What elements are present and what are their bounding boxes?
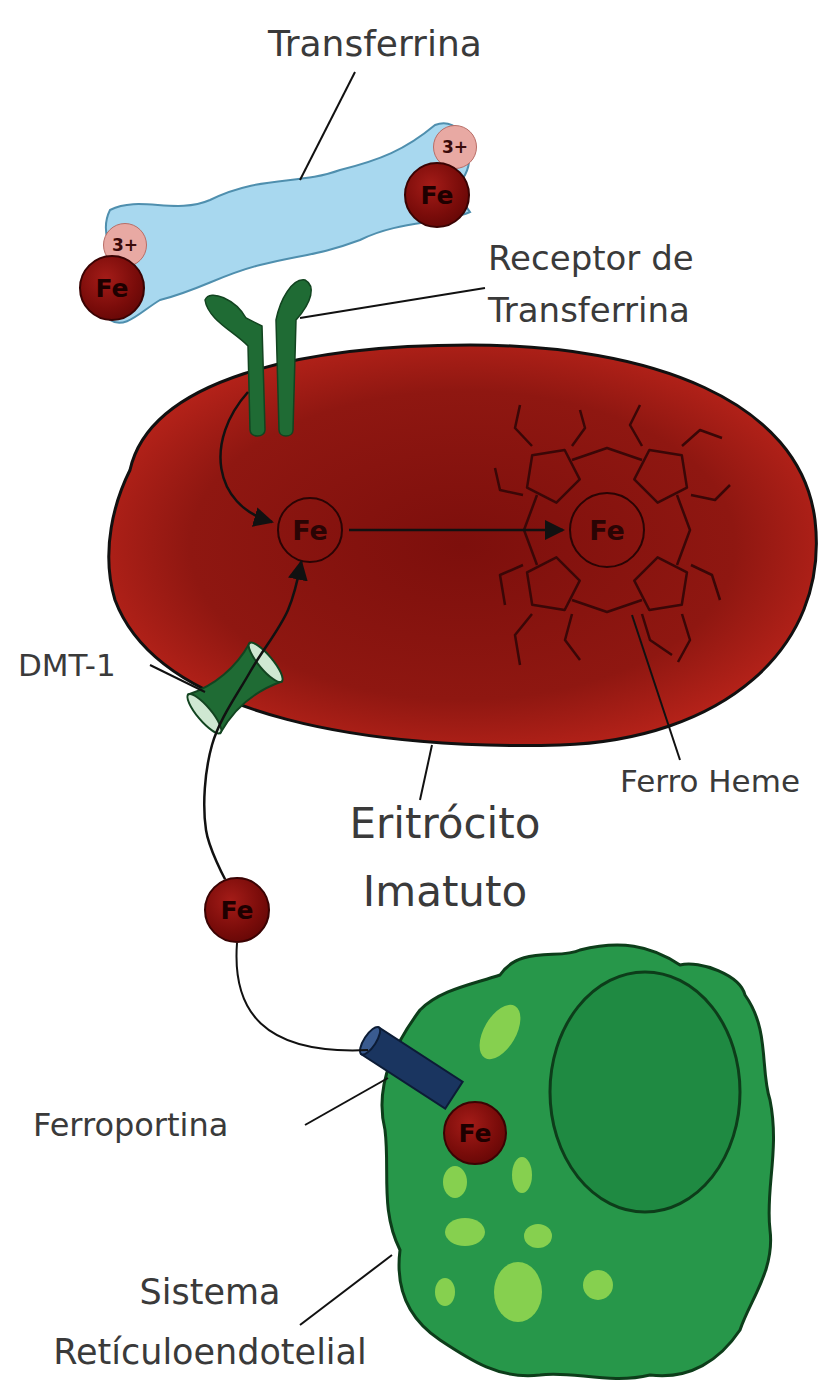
ferroportin-channel bbox=[356, 1024, 462, 1109]
heme-ring bbox=[495, 405, 730, 665]
leader-line bbox=[300, 288, 485, 318]
leader-line bbox=[300, 72, 355, 180]
uptake-arrow bbox=[220, 392, 272, 522]
part-label: DMT-1 bbox=[18, 645, 158, 685]
iron-atom: Fe bbox=[404, 162, 470, 228]
meso-bridge bbox=[524, 448, 690, 612]
leader-line bbox=[632, 615, 680, 760]
element-symbol: Fe bbox=[458, 1121, 491, 1146]
macrophage-cell bbox=[382, 945, 774, 1379]
transport-arrow bbox=[349, 529, 563, 532]
charge-label: 3+ bbox=[442, 139, 468, 156]
iron-atom: Fe bbox=[277, 497, 343, 563]
granule bbox=[583, 1270, 613, 1300]
element-symbol: Fe bbox=[589, 517, 625, 544]
granules bbox=[435, 998, 613, 1322]
cell-nucleus bbox=[550, 972, 740, 1212]
element-symbol: Fe bbox=[292, 517, 328, 544]
granule bbox=[443, 1166, 467, 1198]
leader-line bbox=[420, 745, 432, 800]
iron-atom: Fe bbox=[443, 1101, 507, 1165]
side-chain bbox=[495, 405, 730, 665]
granule bbox=[471, 998, 529, 1066]
leader-line bbox=[300, 1255, 392, 1325]
element-symbol: Fe bbox=[220, 898, 253, 923]
transport-arrow bbox=[204, 562, 301, 879]
granule bbox=[512, 1157, 532, 1193]
part-label: Eritrócito Imatuto bbox=[300, 790, 590, 926]
element-symbol: Fe bbox=[95, 276, 128, 301]
channel-end bbox=[356, 1024, 383, 1057]
part-label: Transferrina bbox=[268, 22, 568, 66]
leader-line bbox=[150, 665, 205, 692]
iron-atom: Fe bbox=[79, 255, 145, 321]
charge-label: 3+ bbox=[112, 237, 138, 254]
part-label: Receptor de Transferrina bbox=[488, 232, 768, 336]
channel-end bbox=[183, 690, 226, 737]
granule bbox=[435, 1278, 455, 1306]
iron-atom: Fe bbox=[569, 492, 645, 568]
element-symbol: Fe bbox=[420, 183, 453, 208]
pyrrole-ring bbox=[627, 436, 700, 509]
transport-line bbox=[236, 943, 368, 1050]
pyrrole-ring bbox=[627, 550, 700, 623]
pyrrole-ring bbox=[513, 436, 586, 509]
receptor-arm bbox=[205, 295, 265, 436]
part-label: Ferroportina bbox=[33, 1105, 323, 1145]
receptor-arm bbox=[276, 280, 311, 436]
granule bbox=[524, 1224, 552, 1248]
granule bbox=[445, 1218, 485, 1246]
granule bbox=[494, 1262, 542, 1322]
pyrrole-ring bbox=[513, 550, 586, 623]
leader-line bbox=[305, 1078, 388, 1125]
part-label: Sistema Retículoendotelial bbox=[0, 1262, 420, 1382]
channel-end bbox=[244, 639, 287, 686]
erythrocyte-cell bbox=[109, 345, 817, 746]
part-label: Ferro Heme bbox=[620, 755, 800, 807]
iron-atom: Fe bbox=[204, 877, 270, 943]
